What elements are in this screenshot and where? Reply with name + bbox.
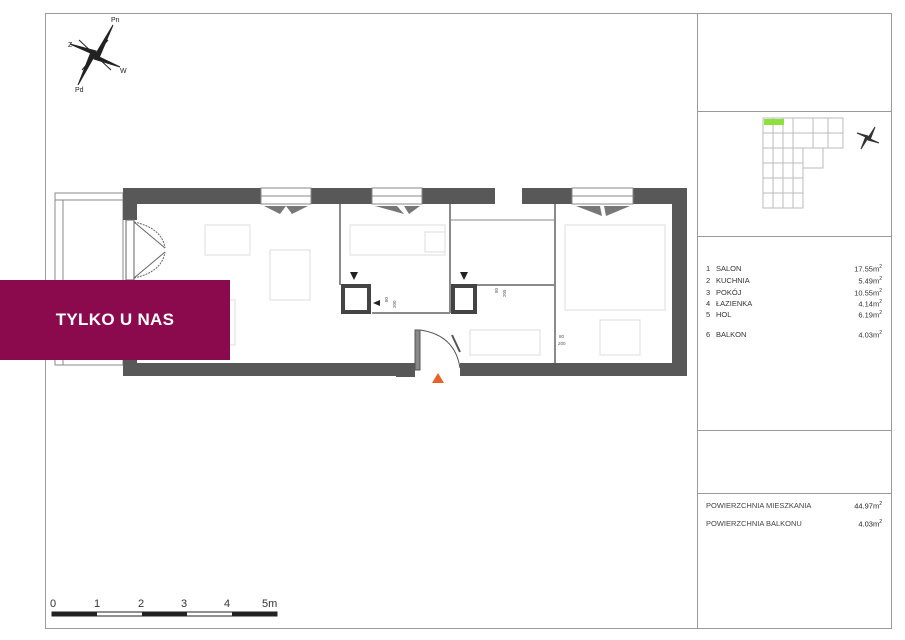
room-number: 6 [706,330,711,339]
room-row: 3 POKÓJ 10.55m2 [706,287,882,298]
total-flat-label: POWIERZCHNIA MIESZKANIA [706,501,812,510]
scale-label-5m: 5m [262,598,278,610]
compass-east-label: W [120,68,127,75]
area-unit-sup: 2 [879,309,882,316]
room-area: 4.03m [858,330,880,340]
room-name: ŁAZIENKA [716,299,753,308]
room-number: 2 [706,276,711,285]
promo-badge: TYLKO U NAS [0,280,230,360]
door-label-bath-width: 80 [384,296,389,302]
shaft-arrow-icons [350,272,468,306]
panel-divider [698,493,892,494]
entrance-arrow-icon [432,373,444,383]
promo-badge-text: TYLKO U NAS [55,310,175,329]
area-unit-sup: 2 [879,263,882,270]
info-panel: 1 SALON 17.55m2 2 KUCHNIA 5.49m2 3 POKÓJ… [697,13,892,629]
scale-label-3: 3 [181,598,188,610]
total-flat-area: POWIERZCHNIA MIESZKANIA 44.97m2 [706,501,882,511]
total-balcony-value: 4.03m [858,519,880,529]
area-unit-sup: 2 [879,501,882,507]
room-area: 10.55m [854,288,880,298]
total-balcony-label: POWIERZCHNIA BALKONU [706,519,802,528]
scale-label-4: 4 [224,598,231,610]
room-name: HOL [716,310,732,319]
panel-divider [698,236,892,237]
room-number: 5 [706,310,711,319]
room-row: 6 BALKON 4.03m2 [706,329,882,340]
room-number: 3 [706,288,711,297]
exterior-walls [123,188,687,377]
door-label-room-height: 200 [558,341,566,346]
total-flat-value: 44.97m [854,501,880,511]
door-label-room-width: 80 [559,334,565,339]
compass-west-label: Z [68,42,73,49]
door-label-hall-height: 205 [502,289,507,297]
room-area: 5.49m [858,276,880,286]
balcony-door [125,219,166,281]
compass-icon [69,24,121,86]
room-name: KUCHNIA [716,276,750,285]
compass-north-label: Pn [111,17,120,24]
room-name: SALON [716,264,742,273]
room-number: 4 [706,299,711,308]
compass-south-label: Pd [75,87,84,94]
room-name: BALKON [716,330,747,339]
scale-label-1: 1 [94,598,101,610]
door-label-hall-width: 80 [494,287,499,293]
room-row: 5 HOL 6.19m2 [706,309,882,320]
entrance-door[interactable] [414,329,461,371]
room-number: 1 [706,264,711,273]
room-row: 4 ŁAZIENKA 4.14m2 [706,298,882,309]
room-area: 4.14m [858,299,880,309]
area-unit-sup: 2 [879,329,882,336]
area-unit-sup: 2 [879,275,882,282]
key-plan [762,117,880,209]
panel-divider [698,111,892,112]
door-label-bath-height: 200 [392,300,397,308]
panel-divider [698,430,892,431]
area-unit-sup: 2 [879,298,882,305]
scale-label-2: 2 [138,598,145,610]
area-unit-sup: 2 [879,287,882,294]
unit-highlight [764,119,784,125]
room-row: 1 SALON 17.55m2 [706,263,882,274]
room-row: 2 KUCHNIA 5.49m2 [706,275,882,286]
room-area: 6.19m [858,310,880,320]
total-balcony-area: POWIERZCHNIA BALKONU 4.03m2 [706,519,882,529]
ventilation-shafts [341,284,477,314]
windows [260,187,634,216]
room-name: POKÓJ [716,288,742,297]
room-area: 17.55m [854,264,880,274]
key-plan-compass-icon [856,126,880,150]
area-unit-sup: 2 [879,519,882,525]
scale-label-0: 0 [50,598,57,610]
scale-bar [51,611,278,617]
interior-walls [339,204,556,363]
